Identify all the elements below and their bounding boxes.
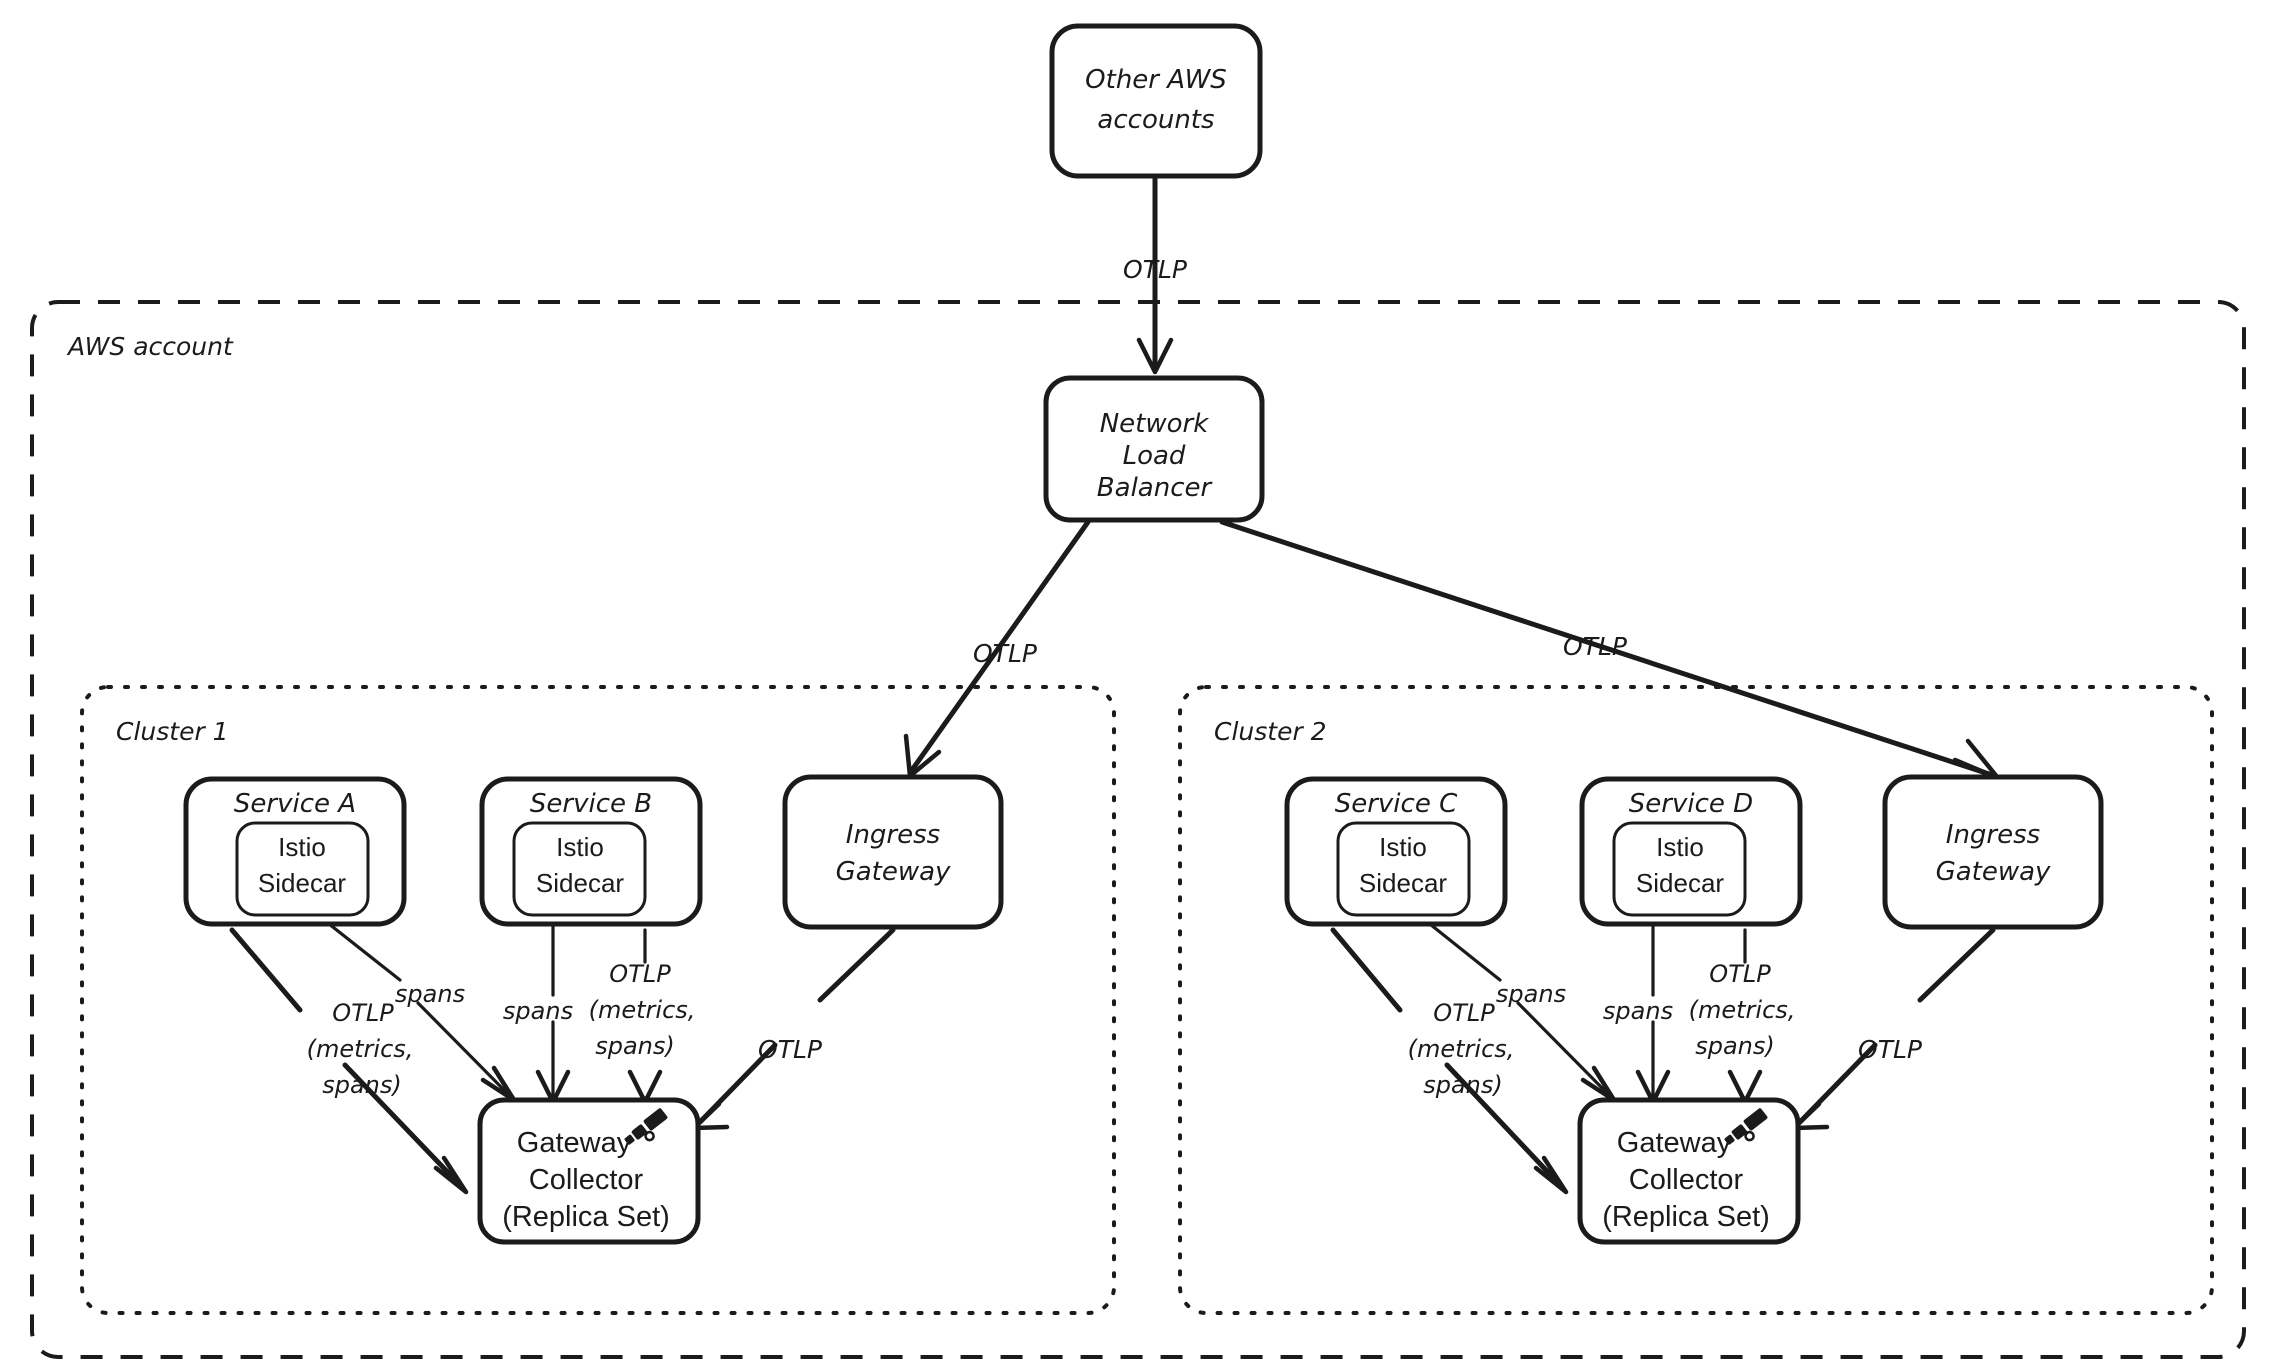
node-service-c-istio-sidecar[interactable]: Istio Sidecar xyxy=(1336,821,1471,917)
node-service-c-title: Service C xyxy=(1335,789,1458,819)
node-gateway-collector-2-line3: (Replica Set) xyxy=(1602,1201,1770,1233)
edge-label-sidecar-b-spans: spans xyxy=(503,997,573,1025)
edge-label-nlb-to-ingress-2: OTLP xyxy=(1563,632,1628,661)
node-other-aws-line2: accounts xyxy=(1097,105,1214,135)
edge-ingress-2-to-collector-2 xyxy=(1797,927,1996,1125)
edge-label-sidecar-c-spans: spans xyxy=(1496,980,1566,1008)
group-cluster-1 xyxy=(80,685,1116,1315)
edge-label-service-d-otlp-line3: spans) xyxy=(1695,1032,1775,1060)
group-aws-account xyxy=(30,300,2246,1359)
edge-label-service-d-otlp-line2: (metrics, xyxy=(1689,996,1796,1024)
edge-ingress-1-to-collector-1 xyxy=(697,927,896,1125)
edge-label-ingress-2-otlp: OTLP xyxy=(1858,1035,1923,1064)
edge-label-service-c-otlp-line2: (metrics, xyxy=(1408,1035,1515,1063)
node-service-a[interactable]: Service A Istio Sidecar xyxy=(183,776,407,927)
node-service-c-sidecar-line1: Istio xyxy=(1379,832,1427,862)
node-service-b-istio-sidecar[interactable]: Istio Sidecar xyxy=(512,821,647,917)
edge-label-service-b-otlp-line1: OTLP xyxy=(609,960,671,988)
group-cluster-2 xyxy=(1178,685,2214,1315)
edge-label-sidecar-a-spans: spans xyxy=(395,980,465,1008)
edge-service-c-to-collector-2 xyxy=(1330,927,1563,1188)
node-service-a-istio-sidecar[interactable]: Istio Sidecar xyxy=(235,821,370,917)
node-gateway-collector-2[interactable]: Gateway Collector (Replica Set) xyxy=(1577,1097,1801,1245)
node-network-load-balancer[interactable]: Network Load Balancer xyxy=(1043,375,1265,523)
node-other-aws-line1: Other AWS xyxy=(1085,65,1227,95)
edge-label-service-d-otlp-line1: OTLP xyxy=(1709,960,1771,988)
node-ingress-gateway-2[interactable]: Ingress Gateway xyxy=(1882,774,2104,930)
group-label-cluster-2: Cluster 2 xyxy=(1214,717,1327,746)
edge-nlb-to-ingress-1 xyxy=(909,519,1091,773)
node-gateway-collector-1-line2: Collector xyxy=(529,1164,644,1196)
node-service-d-title: Service D xyxy=(1629,789,1753,819)
node-service-a-sidecar-line2: Sidecar xyxy=(258,868,346,898)
group-label-aws-account: AWS account xyxy=(66,332,234,361)
arrowhead-service-c-to-collector-2 xyxy=(1533,1155,1569,1195)
node-nlb-line1: Network xyxy=(1100,409,1210,439)
edge-label-other-aws-to-nlb: OTLP xyxy=(1123,255,1188,284)
node-gateway-collector-2-line2: Collector xyxy=(1629,1164,1744,1196)
edge-label-service-a-otlp-line3: spans) xyxy=(322,1071,402,1099)
node-service-a-sidecar-line1: Istio xyxy=(278,832,326,862)
node-ingress-gateway-2-line2: Gateway xyxy=(1936,857,2051,887)
arrowhead-service-a-to-collector-1 xyxy=(433,1155,469,1195)
edge-label-service-c-otlp-line1: OTLP xyxy=(1433,999,1495,1027)
node-nlb-line2: Load xyxy=(1123,441,1186,471)
node-ingress-gateway-1[interactable]: Ingress Gateway xyxy=(782,774,1004,930)
edge-label-service-a-otlp-line1: OTLP xyxy=(332,999,394,1027)
edge-label-service-c-otlp-line3: spans) xyxy=(1423,1071,1503,1099)
node-gateway-collector-1-line3: (Replica Set) xyxy=(502,1201,670,1233)
node-service-b-sidecar-line2: Sidecar xyxy=(536,868,624,898)
telescope-icon xyxy=(1724,1108,1768,1145)
edge-nlb-to-ingress-2 xyxy=(1219,519,1995,778)
node-service-b[interactable]: Service B Istio Sidecar xyxy=(479,776,703,927)
node-other-aws-accounts[interactable]: Other AWS accounts xyxy=(1049,23,1263,179)
node-gateway-collector-1[interactable]: Gateway Collector (Replica Set) xyxy=(477,1097,701,1245)
node-service-c[interactable]: Service C Istio Sidecar xyxy=(1284,776,1508,927)
node-ingress-gateway-2-line1: Ingress xyxy=(1946,820,2040,850)
node-ingress-gateway-1-line1: Ingress xyxy=(846,820,940,850)
node-service-b-sidecar-line1: Istio xyxy=(556,832,604,862)
edge-service-a-to-collector-1 xyxy=(229,927,463,1188)
node-service-a-title: Service A xyxy=(234,789,356,819)
edge-label-nlb-to-ingress-1: OTLP xyxy=(973,639,1038,668)
group-label-cluster-1: Cluster 1 xyxy=(116,717,229,746)
edge-label-service-a-otlp-line2: (metrics, xyxy=(307,1035,414,1063)
edge-label-service-b-otlp-line2: (metrics, xyxy=(589,996,696,1024)
node-ingress-gateway-1-line2: Gateway xyxy=(836,857,951,887)
arrowhead-other-aws-to-nlb xyxy=(1136,337,1174,375)
telescope-icon xyxy=(624,1108,668,1145)
edge-label-service-b-otlp-line3: spans) xyxy=(595,1032,675,1060)
edge-label-sidecar-d-spans: spans xyxy=(1603,997,1673,1025)
node-service-b-title: Service B xyxy=(530,789,652,819)
node-gateway-collector-1-line1: Gateway xyxy=(517,1127,632,1159)
node-gateway-collector-2-line1: Gateway xyxy=(1617,1127,1732,1159)
node-service-d[interactable]: Service D Istio Sidecar xyxy=(1579,776,1803,927)
node-service-d-istio-sidecar[interactable]: Istio Sidecar xyxy=(1612,821,1747,917)
node-service-d-sidecar-line2: Sidecar xyxy=(1636,868,1724,898)
edge-label-ingress-1-otlp: OTLP xyxy=(758,1035,823,1064)
node-nlb-line3: Balancer xyxy=(1097,473,1214,503)
node-service-d-sidecar-line1: Istio xyxy=(1656,832,1704,862)
node-service-c-sidecar-line2: Sidecar xyxy=(1359,868,1447,898)
